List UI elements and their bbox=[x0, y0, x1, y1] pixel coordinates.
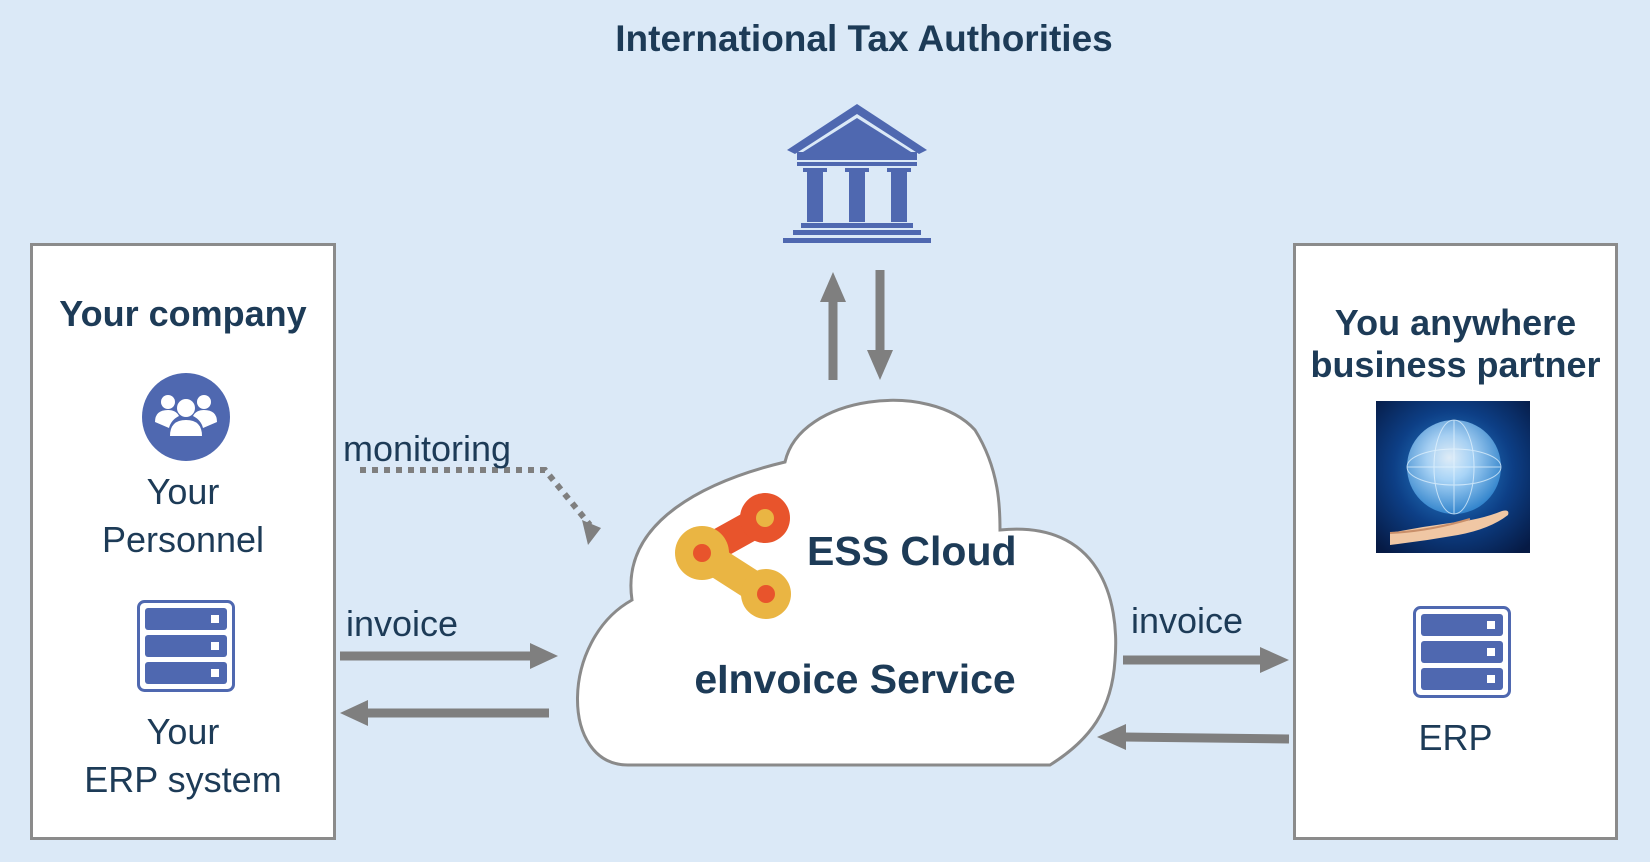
bank-icon bbox=[783, 104, 931, 243]
personnel-label-line1: Your bbox=[146, 471, 220, 512]
partner-heading-line1: You anywhere bbox=[1334, 302, 1577, 343]
ess-logo bbox=[675, 493, 791, 619]
ess-cloud-brand: ESS Cloud bbox=[807, 528, 1017, 574]
invoice-label-right: invoice bbox=[1131, 600, 1244, 641]
tax-up-arrow bbox=[820, 272, 846, 380]
cloud-shape bbox=[576, 398, 1118, 767]
erp-system-label-line2: ERP system bbox=[84, 759, 282, 800]
server-icon bbox=[137, 600, 235, 692]
globe-hand-image bbox=[1376, 401, 1530, 553]
einvoice-service-label: eInvoice Service bbox=[694, 656, 1016, 702]
invoice-to-cloud-arrow-left bbox=[340, 643, 558, 669]
your-company-heading: Your company bbox=[59, 293, 307, 334]
partner-heading-line2: business partner bbox=[1310, 344, 1601, 385]
invoice-to-partner-arrow bbox=[1123, 647, 1289, 673]
monitoring-label: monitoring bbox=[343, 428, 512, 469]
invoice-from-partner-arrow bbox=[1097, 724, 1290, 750]
diagram-title: International Tax Authorities bbox=[615, 18, 1113, 59]
tax-down-arrow bbox=[867, 270, 893, 380]
users-icon bbox=[142, 373, 230, 461]
partner-erp-label: ERP bbox=[1418, 717, 1493, 758]
your-company-panel: Your company Your Personnel Your ERP sys… bbox=[30, 243, 336, 840]
invoice-from-cloud-arrow-left bbox=[340, 700, 549, 726]
partner-server-icon bbox=[1413, 606, 1511, 698]
erp-system-label-line1: Your bbox=[146, 711, 220, 752]
invoice-label-left: invoice bbox=[346, 603, 459, 644]
personnel-label-line2: Personnel bbox=[101, 519, 265, 560]
business-partner-panel: You anywhere business partner bbox=[1293, 243, 1618, 840]
monitoring-arrow bbox=[360, 467, 601, 545]
